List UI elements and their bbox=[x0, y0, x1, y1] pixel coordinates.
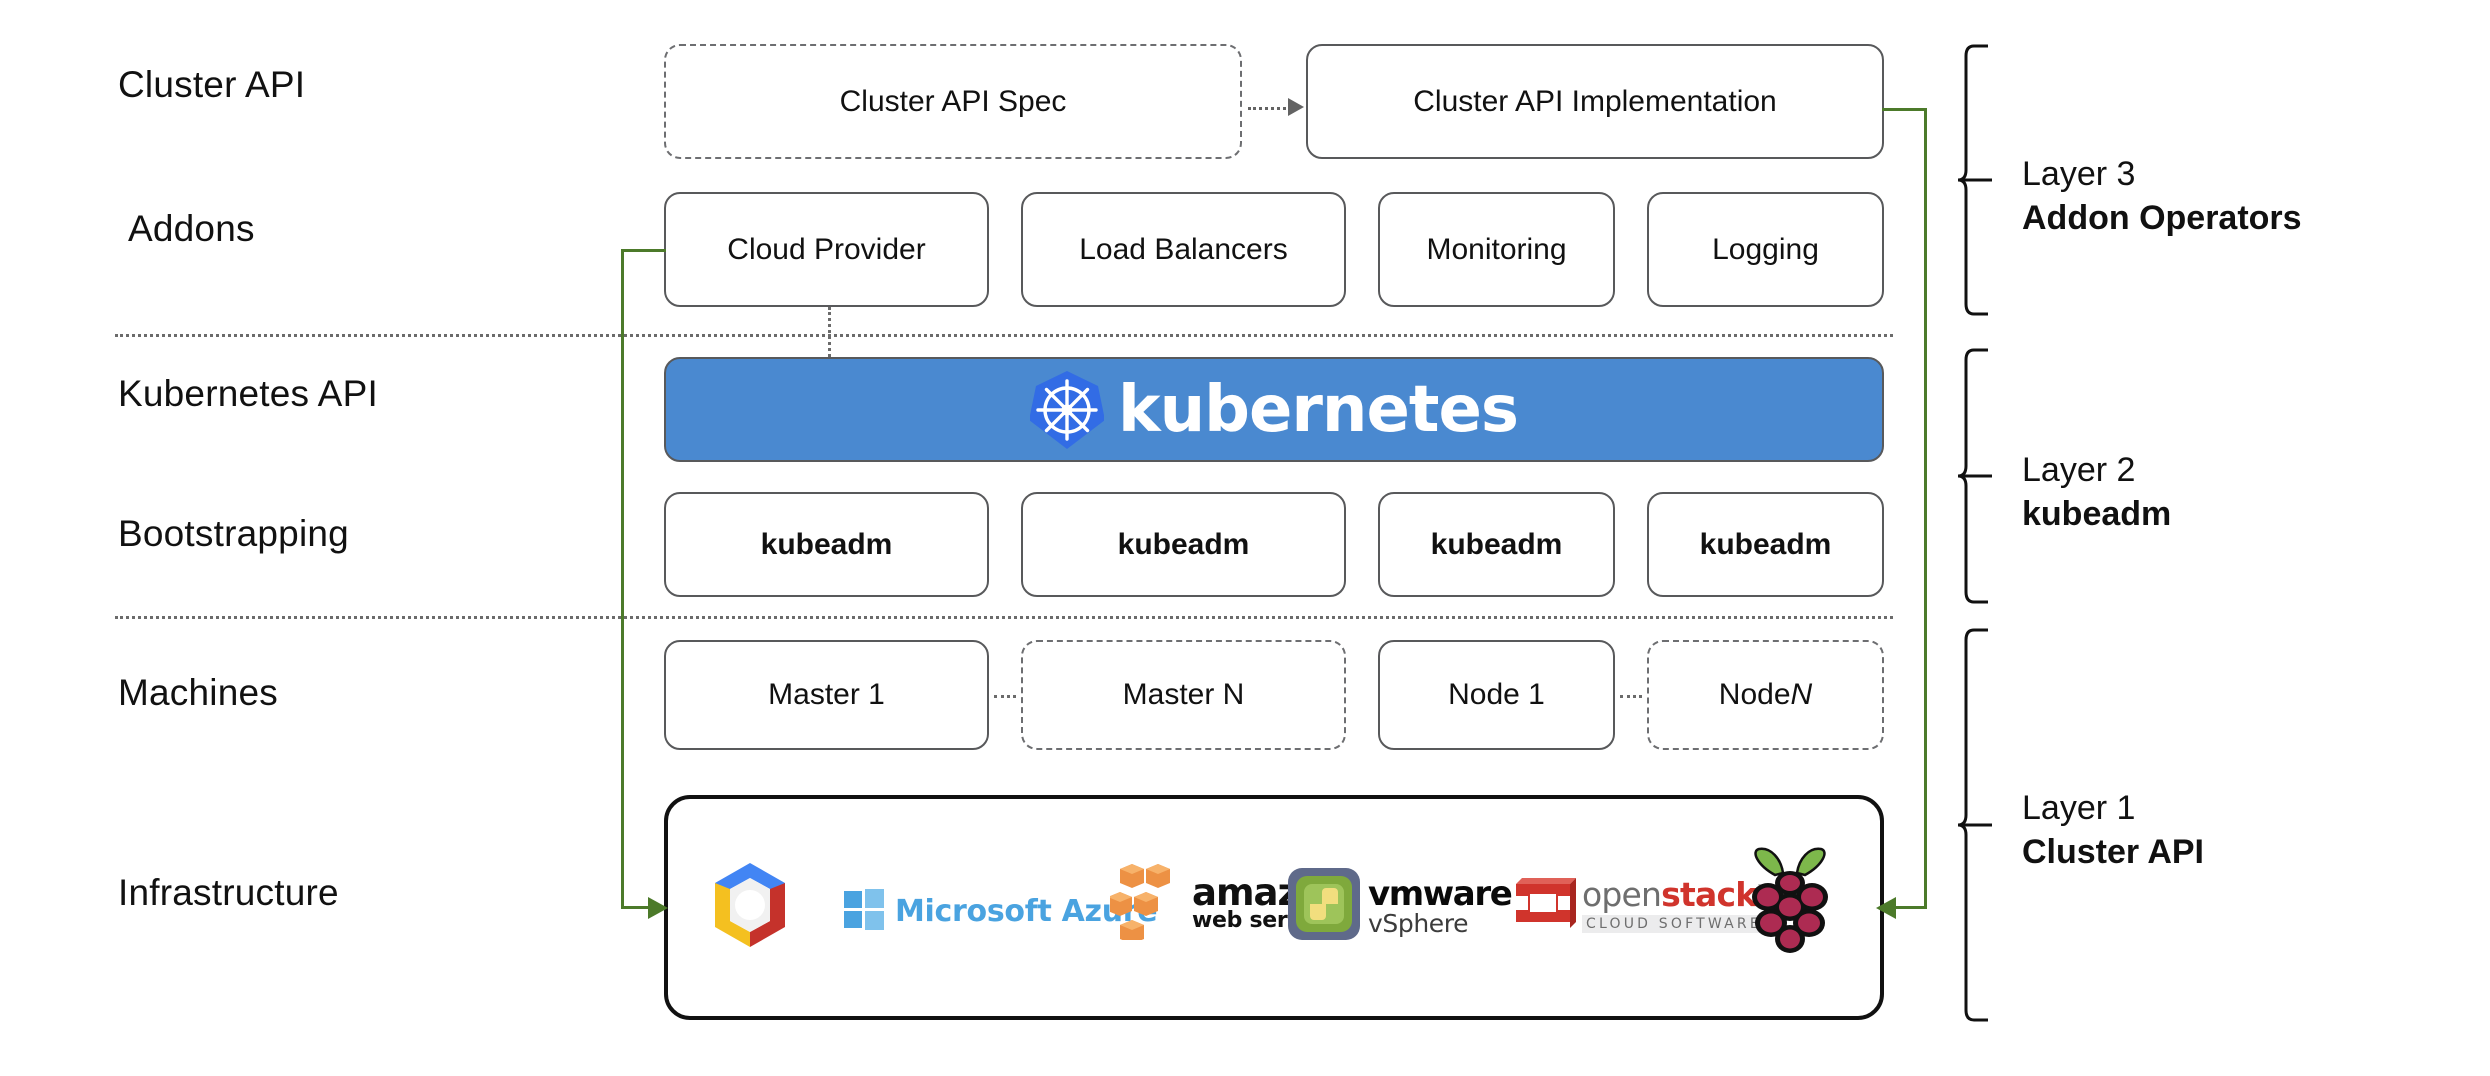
node-addon-load-balancers[interactable]: Load Balancers bbox=[1021, 192, 1346, 307]
green-connector-left-top-segment bbox=[621, 249, 666, 252]
connector-cloud-provider-to-kubernetes bbox=[828, 307, 831, 357]
aws-cubes-icon bbox=[1108, 862, 1188, 945]
node-master-1[interactable]: Master 1 bbox=[664, 640, 989, 750]
layer-label-3: Layer 3 Addon Operators bbox=[2022, 152, 2302, 240]
node-kubeadm-3[interactable]: kubeadm bbox=[1378, 492, 1615, 597]
row-label-addons: Addons bbox=[128, 208, 255, 249]
connector-node-ellipsis bbox=[1620, 695, 1642, 698]
windows-panes-icon bbox=[843, 888, 885, 935]
node-kubeadm-1[interactable]: kubeadm bbox=[664, 492, 989, 597]
kubernetes-banner: kubernetes bbox=[664, 357, 1884, 462]
vsphere-icon bbox=[1288, 868, 1360, 945]
node-label-suffix: N bbox=[1790, 678, 1813, 711]
node-addon-logging[interactable]: Logging bbox=[1647, 192, 1884, 307]
node-label: kubeadm bbox=[760, 527, 893, 561]
layer-number: Layer 1 bbox=[2022, 789, 2136, 827]
arrow-spec-to-implementation-line bbox=[1248, 107, 1292, 110]
green-connector-left-arrowhead bbox=[648, 897, 668, 919]
green-connector-right-bottom-segment bbox=[1895, 906, 1927, 909]
openstack-label-open: open bbox=[1582, 875, 1662, 914]
row-label-kubernetes-api: Kubernetes API bbox=[118, 373, 378, 414]
separator-layer2-layer1 bbox=[115, 616, 1893, 619]
green-connector-left-vertical bbox=[621, 249, 624, 908]
bracket-layer-2 bbox=[1957, 348, 2000, 609]
openstack-label-stack: stack bbox=[1661, 875, 1757, 914]
vmware-label-bottom: vSphere bbox=[1368, 909, 1469, 938]
layer-number: Layer 3 bbox=[2022, 155, 2136, 193]
node-label: Master N bbox=[1122, 678, 1245, 711]
green-connector-right-top-segment bbox=[1882, 108, 1927, 111]
node-cluster-api-spec[interactable]: Cluster API Spec bbox=[664, 44, 1242, 159]
row-label-bootstrapping: Bootstrapping bbox=[118, 513, 349, 554]
node-label: Cluster API Spec bbox=[839, 84, 1067, 118]
layer-name: Addon Operators bbox=[2022, 199, 2302, 238]
node-addon-monitoring[interactable]: Monitoring bbox=[1378, 192, 1615, 307]
row-label-machines: Machines bbox=[118, 672, 278, 713]
node-label: Node 1 bbox=[1448, 678, 1545, 711]
node-label: kubeadm bbox=[1699, 527, 1832, 561]
green-connector-left-bottom-segment bbox=[621, 906, 653, 909]
node-addon-cloud-provider[interactable]: Cloud Provider bbox=[664, 192, 989, 307]
node-kubeadm-4[interactable]: kubeadm bbox=[1647, 492, 1884, 597]
layer-label-1: Layer 1 Cluster API bbox=[2022, 786, 2204, 874]
layer-name: Cluster API bbox=[2022, 833, 2205, 872]
logo-vmware-vsphere: vmware vSphere bbox=[1288, 868, 1513, 945]
layer-number: Layer 2 bbox=[2022, 451, 2136, 489]
node-label: Cluster API Implementation bbox=[1413, 84, 1777, 118]
node-label: Cloud Provider bbox=[727, 232, 926, 266]
arrow-spec-to-implementation-head bbox=[1288, 98, 1304, 116]
openstack-label-sub: CLOUD SOFTWARE bbox=[1582, 915, 1766, 933]
vmware-label-top: vmware bbox=[1368, 874, 1513, 914]
kubernetes-wordmark: kubernetes bbox=[1118, 372, 1519, 447]
green-connector-right-vertical bbox=[1924, 108, 1927, 908]
openstack-icon bbox=[1510, 870, 1576, 941]
node-label: Load Balancers bbox=[1079, 232, 1288, 266]
logo-raspberry-pi bbox=[1735, 845, 1845, 965]
node-label: kubeadm bbox=[1117, 527, 1250, 561]
row-label-cluster-api: Cluster API bbox=[118, 64, 306, 105]
bracket-layer-1 bbox=[1957, 628, 2000, 1027]
node-label: Node bbox=[1718, 678, 1791, 711]
bracket-layer-3 bbox=[1957, 44, 2000, 321]
node-node-n[interactable]: Node N bbox=[1647, 640, 1884, 750]
logo-google-cloud-platform bbox=[700, 855, 800, 955]
green-connector-right-arrowhead bbox=[1876, 897, 1896, 919]
separator-layer3-layer2 bbox=[115, 334, 1893, 337]
node-cluster-api-implementation[interactable]: Cluster API Implementation bbox=[1306, 44, 1884, 159]
node-label: kubeadm bbox=[1430, 527, 1563, 561]
node-label: Logging bbox=[1712, 232, 1819, 266]
connector-master-ellipsis bbox=[994, 695, 1016, 698]
node-label: Monitoring bbox=[1426, 232, 1567, 266]
node-master-n[interactable]: Master N bbox=[1021, 640, 1346, 750]
layer-label-2: Layer 2 kubeadm bbox=[2022, 448, 2171, 536]
kubernetes-helm-icon bbox=[1030, 369, 1105, 451]
row-label-infrastructure: Infrastructure bbox=[118, 872, 339, 913]
logo-openstack: openstack™ CLOUD SOFTWARE bbox=[1510, 870, 1769, 941]
layer-name: kubeadm bbox=[2022, 495, 2172, 534]
vmware-wordmark: vmware vSphere bbox=[1368, 874, 1513, 938]
node-node-1[interactable]: Node 1 bbox=[1378, 640, 1615, 750]
node-label: Master 1 bbox=[768, 678, 885, 711]
node-kubeadm-2[interactable]: kubeadm bbox=[1021, 492, 1346, 597]
